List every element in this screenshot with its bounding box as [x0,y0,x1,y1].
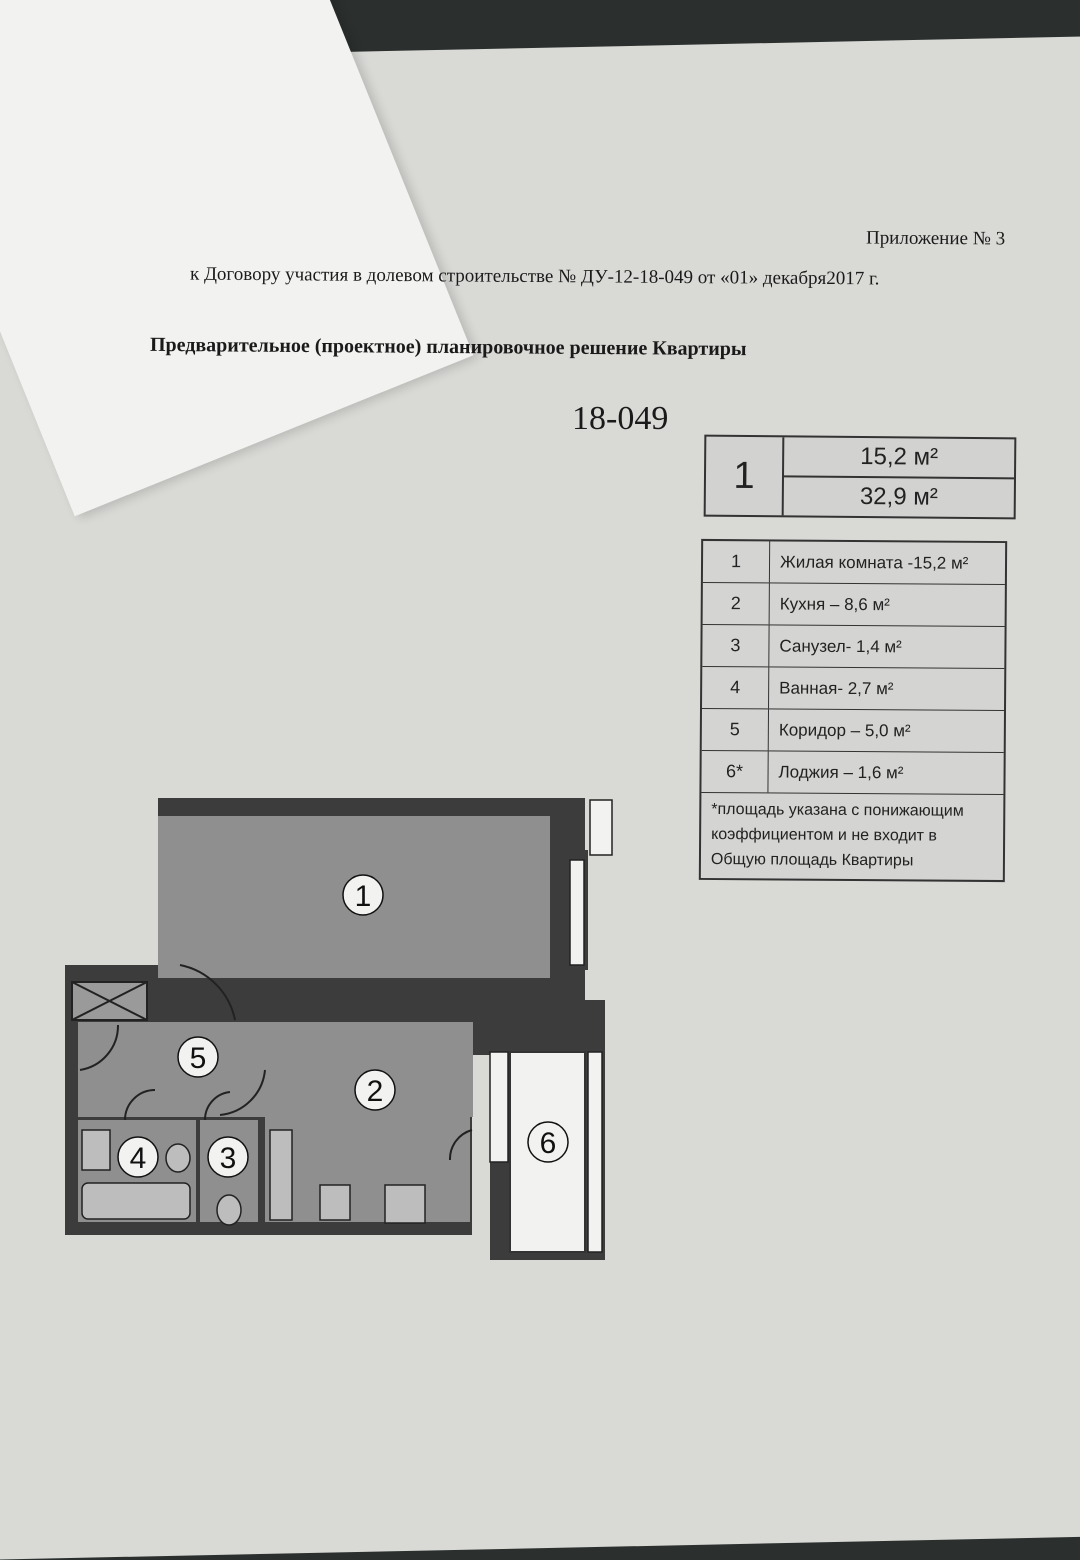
table-row: 5 Коридор – 5,0 м² [701,708,1004,754]
room-number: 6* [701,750,769,793]
room-name: Коридор – 5,0 м² [778,719,911,740]
room-number: 1 [702,540,771,583]
room-name: Лоджия – 1,6 м² [778,761,904,782]
document-title: Предварительное (проектное) планировочно… [149,333,747,361]
rooms-table: 1 Жилая комната -15,2 м² 2 Кухня – 8,6 м… [698,538,1008,883]
plan-label-3: 3 [220,1142,237,1175]
table-row: 3 Санузел- 1,4 м² [702,624,1005,670]
room-name: Санузел- 1,4 м² [779,635,902,656]
plan-label-4: 4 [130,1142,147,1175]
stove-icon [384,1184,426,1224]
room-number: 5 [701,708,770,751]
fixtures [81,1129,426,1226]
rooms-count: 1 [705,436,785,516]
kitchen-sink-icon [319,1184,351,1221]
room-2-floor [265,1022,470,1222]
table-row: 6* Лоджия – 1,6 м² [701,750,1004,796]
plan-label-6: 6 [540,1127,557,1160]
toilet-icon [216,1194,242,1226]
room-name: Кухня – 8,6 м² [779,593,890,614]
windows [489,799,613,1253]
total-area: 32,9 м² [859,483,938,511]
room-name: Жилая комната -15,2 м² [779,551,969,573]
doors [79,964,473,1161]
table-row: 1 Жилая комната -15,2 м² [702,540,1006,586]
room-number: 4 [702,666,770,709]
table-row: 2 Кухня – 8,6 м² [702,582,1005,628]
apartment-number: 18-049 [572,400,669,437]
footnote: *площадь указана с понижающим коэффициен… [710,801,964,870]
plan-label-5: 5 [190,1042,207,1075]
room-number: 3 [702,624,770,667]
floor-plan: 1 2 3 4 5 6 [65,798,613,1260]
plan-label-1: 1 [355,880,372,913]
bathtub-icon [81,1182,191,1220]
plan-label-2: 2 [367,1075,384,1108]
table-row: 4 Ванная- 2,7 м² [702,666,1005,712]
apartment-summary-box: 1 15,2 м² 32,9 м² [703,434,1017,520]
room-name: Ванная- 2,7 м² [779,677,894,698]
sink-icon [165,1143,191,1173]
washer-icon [81,1129,111,1171]
living-area: 15,2 м² [783,437,1015,480]
room-number: 2 [702,582,770,625]
counter-icon [269,1129,293,1221]
appendix-label: Приложение № 3 [865,227,1006,250]
